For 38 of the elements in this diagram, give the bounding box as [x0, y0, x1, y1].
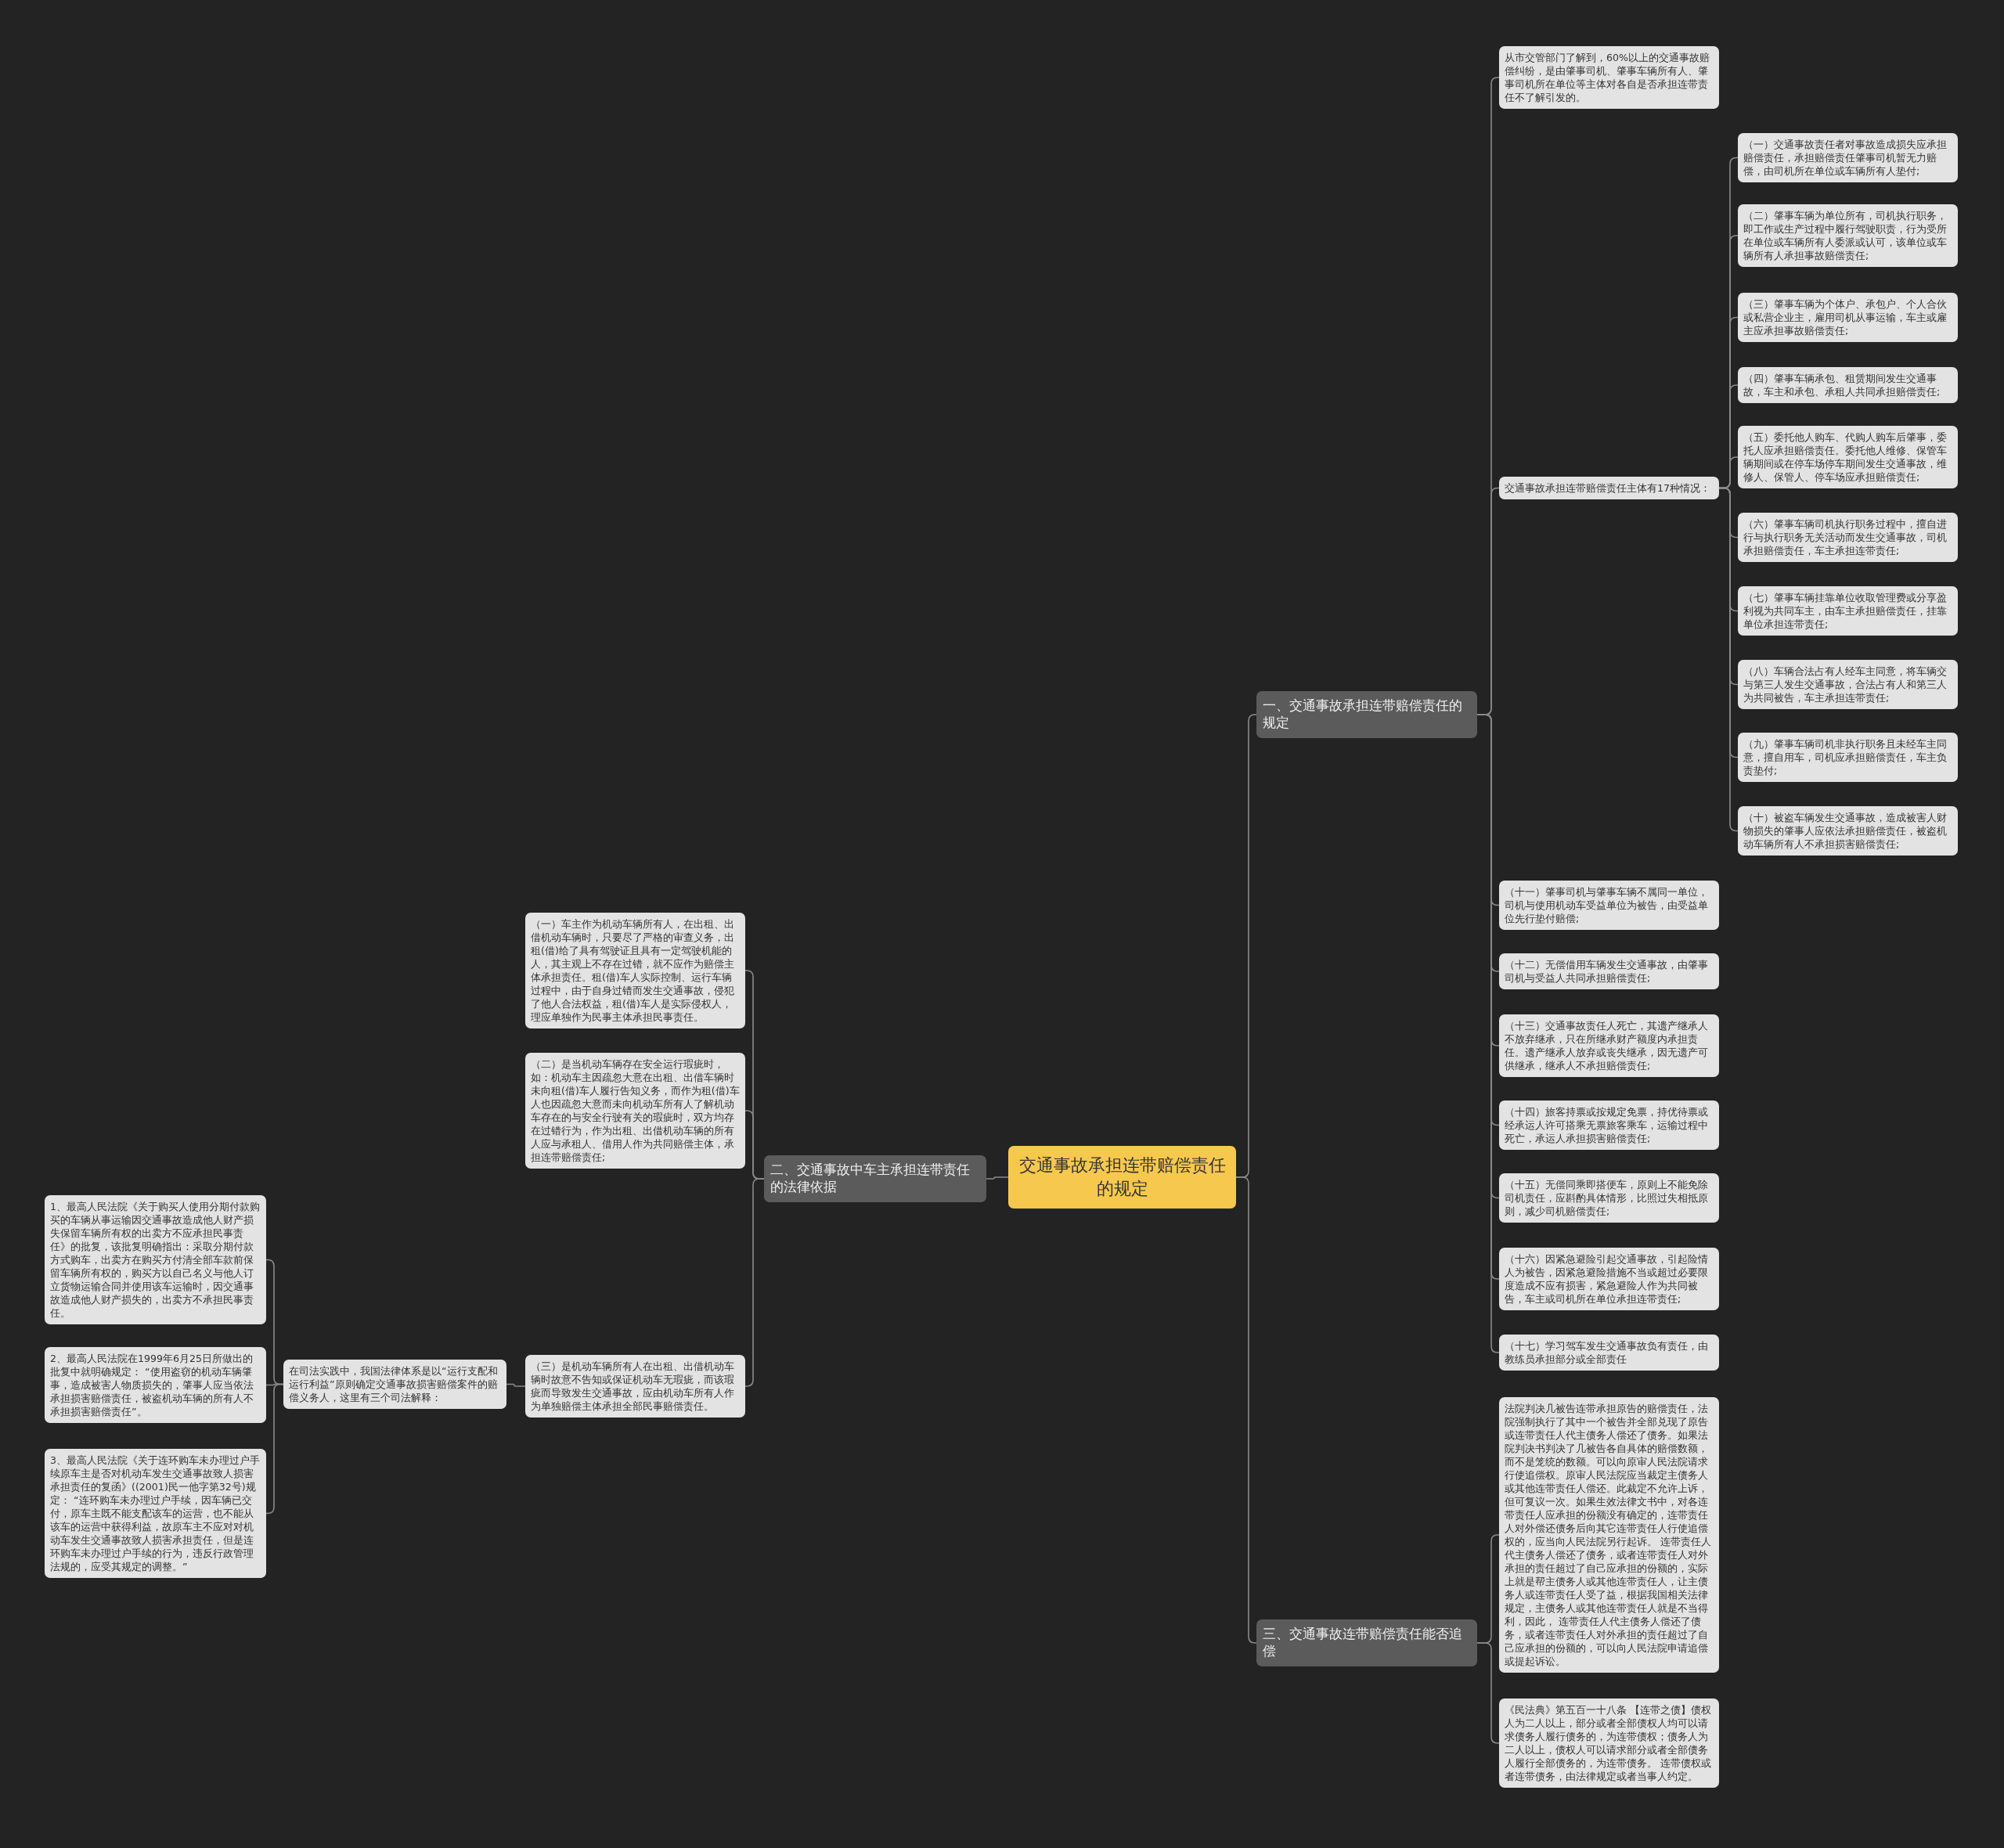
note-box: （三）是机动车辆所有人在出租、出借机动车辆时故意不告知或保证机动车无瑕疵，而该瑕疵而导致发生交通事故，应由机动车所有人作为单独赔偿主体承担全部民事赔偿责任。: [525, 1355, 745, 1418]
branch-box: 一、交通事故承担连带赔偿责任的规定: [1256, 691, 1477, 738]
note-box: （三）肇事车辆为个体户、承包户、个人合伙或私营企业主，雇用司机从事运输，车主或雇主应承担事故赔偿责任;: [1738, 293, 1958, 342]
connector-line: [1235, 1176, 1257, 1644]
note-box: 交通事故承担连带赔偿责任主体有17种情况：: [1499, 477, 1719, 499]
note-box: （十二）无偿借用车辆发生交通事故，由肇事司机与受益人共同承担赔偿责任;: [1499, 953, 1719, 989]
note-box: （十三）交通事故责任人死亡，其遗产继承人不放弃继承，只在所继承财产额度内承担责任。遗产继承人放弃或丧失继承，因无遗产可供继承，继承人不承担赔偿责任;: [1499, 1014, 1719, 1077]
note-box: 从市交管部门了解到，60%以上的交通事故赔偿纠纷，是由肇事司机、肇事车辆所有人、肇事司机所在单位等主体对各自是否承担连带责任不了解引发的。: [1499, 46, 1719, 109]
note-box: 法院判决几被告连带承担原告的赔偿责任，法院强制执行了其中一个被告并全部兑现了原告或连带责任人代主债务人偿还了债务。如果法院判决书判决了几被告各自具体的赔偿数额，而不是笼统的数额。可以向原审人民法院请求行使追偿权。原审人民法院应当裁定主债务人或其他连带责任人偿还。此裁定不允许上诉，但可复议一次。如果生效法律文书中，对各连带责任人应承担的份额没有确定的，连带责任人对外偿还债务后向其它连带责任人行使追偿权的，应当向人民法院另行起诉。 连带责任人代主债务人偿还了债务，或者连带责任人对外承担的责任超过了自己应承担的份额的，实际上就是帮主债务人或其他连带责任人，让主债务人或连带责任人受了益，根据我国相关法律规定，主债务人或其他连带责任人就是不当得利，因此， 连带责任人代主债务人偿还了债务，或者连带责任人对外承担的责任超过了自己应承担的份额的，可以向人民法院申请追偿或提起诉讼。: [1499, 1397, 1719, 1673]
note-box: （二）是当机动车辆存在安全运行瑕疵时，如：机动车主因疏忽大意在出租、出借车辆时未向租(借)车人履行告知义务，而作为租(借)车人也因疏忽大意而未向机动车所有人了解机动车存在的与安全行驶有关的瑕疵时，双方均存在过错行为，作为出租、出借机动车辆的所有人应与承租人、借用人作为共同赔偿主体，承担连带赔偿责任;: [525, 1053, 745, 1169]
note-box: （九）肇事车辆司机非执行职务且未经车主同意，擅自用车，司机应承担赔偿责任，车主负责垫付;: [1738, 733, 1958, 782]
branch-box: 二、交通事故中车主承担连带责任的法律依据: [764, 1155, 986, 1202]
topic-box: 交通事故承担连带赔偿责任的规定: [1008, 1146, 1236, 1209]
note-box: （五）委托他人购车、代购人购车后肇事，委托人应承担赔偿责任。委托他人维修、保管车辆期间或在停车场停车期间发生交通事故，维修人、保管人、停车场应承担赔偿责任;: [1738, 426, 1958, 488]
connector-line: [265, 1383, 284, 1515]
note-box: 在司法实践中，我国法律体系是以“运行支配和运行利益”原则确定交通事故损害赔偿案件的赔偿义务人，这里有三个司法解释：: [283, 1360, 506, 1409]
note-box: （四）肇事车辆承包、租赁期间发生交通事故，车主和承包、承租人共同承担赔偿责任;: [1738, 367, 1958, 403]
connector-line: [744, 1178, 765, 1387]
note-box: （六）肇事车辆司机执行职务过程中，擅自进行与执行职务无关活动而发生交通事故，司机承担赔偿责任，车主承担连带责任;: [1738, 513, 1958, 562]
note-box: （十五）无偿同乘即搭便车，原则上不能免除司机责任，应斟酌具体情形，比照过失相抵原则，减少司机赔偿责任;: [1499, 1173, 1719, 1223]
note-box: 2、最高人民法院在1999年6月25日所做出的批复中就明确规定： “使用盗窃的机动车辆肇事，造成被害人物质损失的，肇事人应当依法承担损害赔偿责任，被盗机动车辆的所有人不承担损害赔偿责任”。: [45, 1347, 266, 1423]
branch-box: 三、交通事故连带赔偿责任能否追偿: [1256, 1619, 1477, 1666]
note-box: （一）交通事故责任者对事故造成损失应承担赔偿责任，承担赔偿责任肇事司机暂无力赔偿，由司机所在单位或车辆所有人垫付;: [1738, 133, 1958, 182]
note-box: 1、最高人民法院《关于购买人使用分期付款购买的车辆从事运输因交通事故造成他人财产损失保留车辆所有权的出卖方不应承担民事责任》的批复，该批复明确指出：采取分期付款方式购车，出卖方在购买方付清全部车款前保留车辆所有权的，购买方以自己名义与他人订立货物运输合同并使用该车运输时，因交通事故造成他人财产损失的，出卖方不承担民事责任。: [45, 1195, 266, 1324]
note-box: （十四）旅客持票或按规定免票，持优待票或经承运人许可搭乘无票旅客乘车，运输过程中死亡，承运人承担损害赔偿责任;: [1499, 1101, 1719, 1150]
note-box: 《民法典》第五百一十八条 【连带之债】债权人为二人以上，部分或者全部债权人均可以请求债务人履行债务的，为连带债权；债务人为二人以上，债权人可以请求部分或者全部债务人履行全部债务的，为连带债务。 连带债权或者连带债务，由法律规定或者当事人约定。: [1499, 1699, 1719, 1788]
note-box: 3、最高人民法院《关于连环购车未办理过户手续原车主是否对机动车发生交通事故致人损害承担责任的复函》((2001)民一他字第32号)规定： “连环购车未办理过户手续，因车辆已交付，原车主既不能支配该车的运营，也不能从该车的运营中获得利益，故原车主不应对对机动车发生交通事故致人损害承担责任，但是连环购车未办理过户手续的行为，违反行政管理法规的，应受其规定的调整。”: [45, 1449, 266, 1578]
connector-line: [506, 1383, 526, 1387]
note-box: （八）车辆合法占有人经车主同意，将车辆交与第三人发生交通事故，合法占有人和第三人为共同被告，车主承担连带责任;: [1738, 660, 1958, 709]
note-box: （十七）学习驾车发生交通事故负有责任，由教练员承担部分或全部责任: [1499, 1335, 1719, 1371]
note-box: （十六）因紧急避险引起交通事故，引起险情人为被告，因紧急避险措施不当或超过必要限度造成不应有损害，紧急避险人作为共同被告，车主或司机所在单位承担连带责任;: [1499, 1248, 1719, 1310]
connector-line: [986, 1176, 1009, 1180]
note-box: （二）肇事车辆为单位所有，司机执行职务，即工作或生产过程中履行驾驶职责，行为受所在单位或车辆所有人委派或认可，该单位或车辆所有人承担事故赔偿责任;: [1738, 204, 1958, 267]
note-box: （一）车主作为机动车辆所有人，在出租、出借机动车辆时，只要尽了严格的审查义务，出租(借)给了具有驾驶证且具有一定驾驶机能的人，其主观上不存在过错，就不应作为赔偿主体承担责任。租(借)车人实际控制、运行车辆过程中，由于自身过错而发生交通事故，侵犯了他人合法权益，租(借)车人是实际侵权人，理应单独作为民事主体承担民事责任。: [525, 913, 745, 1028]
note-box: （十一）肇事司机与肇事车辆不属同一单位，司机与使用机动车受益单位为被告，由受益单位先行垫付赔偿;: [1499, 881, 1719, 930]
connector-line: [1476, 1642, 1500, 1744]
note-box: （十）被盗车辆发生交通事故，造成被害人财物损失的肇事人应依法承担赔偿责任，被盗机动车辆所有人不承担损害赔偿责任;: [1738, 806, 1958, 856]
note-box: （七）肇事车辆挂靠单位收取管理费或分享盈利视为共同车主，由车主承担赔偿责任，挂靠单位承担连带责任;: [1738, 586, 1958, 636]
